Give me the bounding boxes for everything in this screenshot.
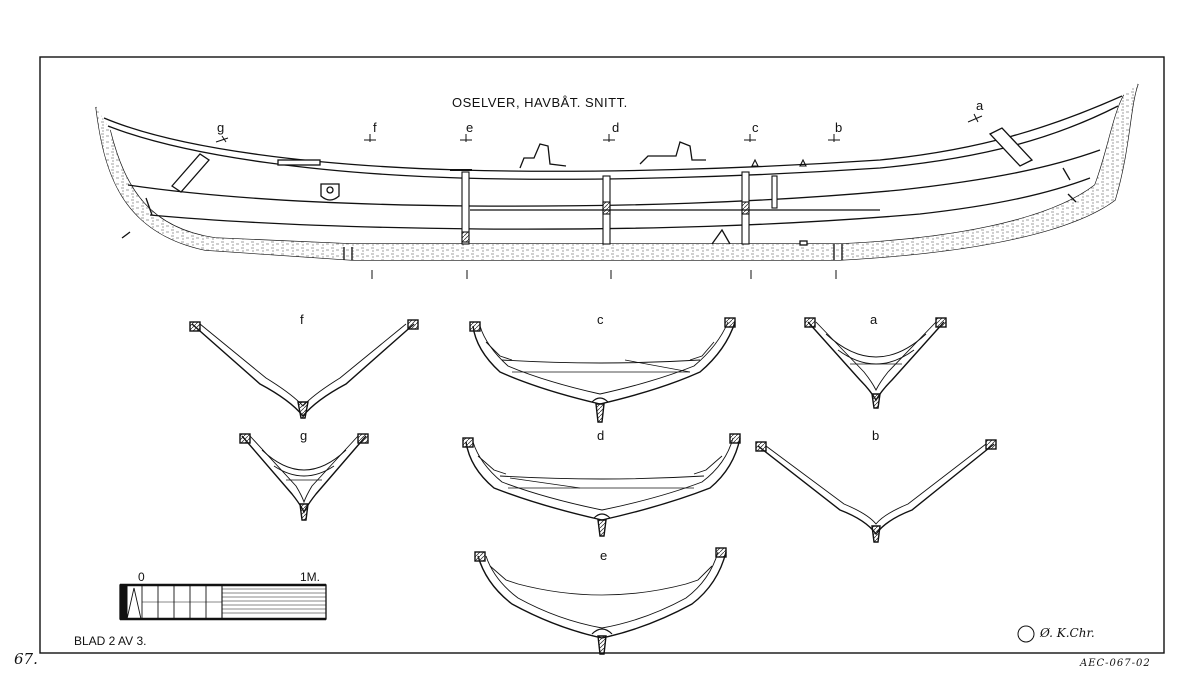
rowlock-block <box>277 159 321 166</box>
section-b <box>755 439 997 543</box>
frame <box>461 171 470 245</box>
keel-joint <box>145 197 153 216</box>
strake-line-2 <box>149 177 1091 230</box>
frame-dark <box>602 201 611 215</box>
scale-start-label: 0 <box>138 570 145 584</box>
gunwale-line <box>107 105 1119 180</box>
station-label-f: f <box>373 120 377 135</box>
thole-pin <box>519 143 567 169</box>
thwart-aft <box>171 153 210 193</box>
section-a <box>804 317 947 409</box>
drawing-title: OSELVER, HAVBÅT. SNITT. <box>452 95 628 110</box>
end-mark <box>121 231 131 239</box>
section-label-d: d <box>597 428 605 443</box>
section-f <box>189 319 419 419</box>
station-label-b: b <box>835 120 843 135</box>
keel-wood-band <box>96 84 1138 260</box>
mast-step <box>320 183 340 201</box>
station-label-e: e <box>466 120 474 135</box>
signature: Ø. K.Chr. <box>1040 626 1095 640</box>
strake-line-1 <box>127 149 1101 207</box>
station-label-c: c <box>752 120 759 135</box>
section-label-e: e <box>600 548 608 563</box>
section-label-f: f <box>300 312 304 327</box>
sheet-label: BLAD 2 AV 3. <box>74 634 147 648</box>
frame-stations <box>450 158 807 245</box>
frame-dark <box>741 201 750 215</box>
floor-cleat <box>711 228 731 245</box>
scale-bar <box>119 583 327 621</box>
station-label-d: d <box>612 120 620 135</box>
station-markers <box>215 113 983 143</box>
station-label-a: a <box>976 98 984 113</box>
keel-joint <box>1062 167 1071 181</box>
section-e <box>474 547 727 655</box>
sheer-line <box>103 95 1123 172</box>
hull-profile <box>95 83 1139 261</box>
archive-code: AEC-067-02 <box>1080 658 1151 669</box>
thwart-fore <box>988 127 1034 167</box>
signature-circle <box>1017 625 1035 643</box>
frame-dark <box>461 231 470 243</box>
section-label-a: a <box>870 312 878 327</box>
thole-pin <box>639 141 706 165</box>
station-label-g: g <box>217 120 225 135</box>
section-label-c: c <box>597 312 604 327</box>
page-number: 67. <box>14 650 38 668</box>
section-label-g: g <box>300 428 308 443</box>
station-ticks <box>371 270 837 279</box>
floor-cleat <box>799 240 808 246</box>
mast-hole <box>326 186 334 194</box>
hull-inner-keel-line <box>109 94 1125 245</box>
scale-end-label: 1M. <box>300 570 321 584</box>
section-label-b: b <box>872 428 880 443</box>
section-g <box>239 433 369 521</box>
end-mark <box>1067 193 1077 203</box>
frame <box>771 175 778 209</box>
section-d <box>462 433 741 537</box>
section-c <box>469 317 736 423</box>
